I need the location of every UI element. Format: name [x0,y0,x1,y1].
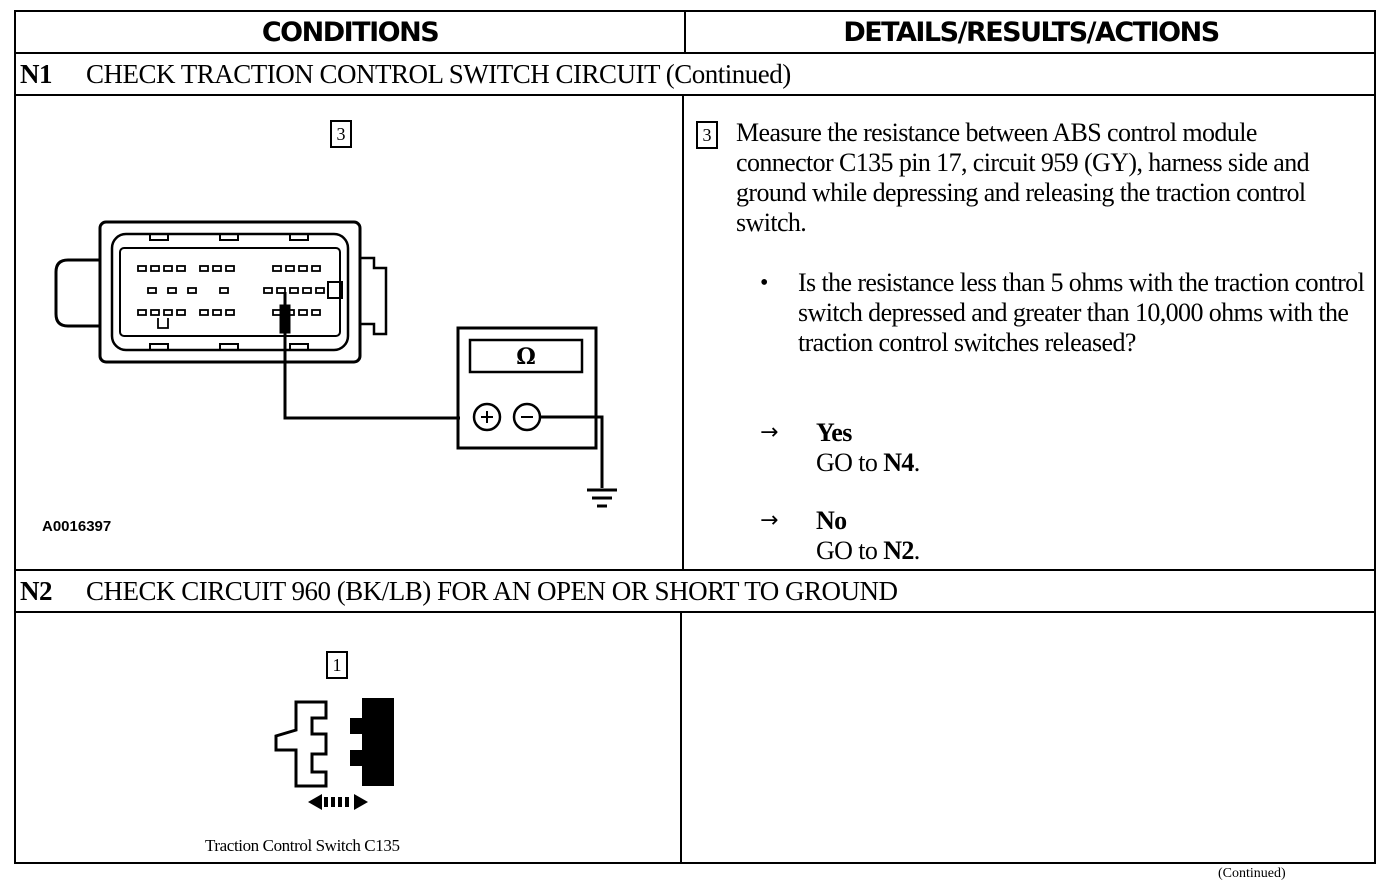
yes-label: Yes [816,418,852,447]
continued-note: (Continued) [1218,866,1286,881]
figure-caption: Traction Control Switch C135 [205,836,400,855]
yes-action: GO to N4. [816,448,920,477]
n1-title: CHECK TRACTION CONTROL SWITCH CIRCUIT (C… [86,58,791,89]
no-target-link[interactable]: N2 [883,536,914,565]
n1-section-title: N1 CHECK TRACTION CONTROL SWITCH CIRCUIT … [20,54,791,94]
yes-target-link[interactable]: N4 [883,448,914,477]
connector-resistance-diagram: Ω [54,220,617,508]
bullet: • [760,270,769,296]
instruction-text: Measure the resistance between ABS contr… [736,118,1310,237]
n2-code: N2 [20,575,53,606]
ohm-symbol: Ω [516,344,536,370]
row-divider [16,611,1374,613]
step-number-box: 3 [696,121,718,149]
connect-arrows-icon [308,794,368,810]
details-header: DETAILS/RESULTS/ACTIONS [843,16,1220,48]
traction-control-switch-connector-diagram [274,698,394,810]
conditions-header: CONDITIONS [261,16,440,48]
n2-section-title: N2 CHECK CIRCUIT 960 (BK/LB) FOR AN OPEN … [20,571,898,611]
row-divider [16,569,1374,571]
abs-module-connector-icon [54,220,388,364]
step-number-box: 1 [326,651,348,679]
yes-result: Yes GO to N4. [816,418,920,478]
question-text: Is the resistance less than 5 ohms with … [798,268,1365,357]
column-divider [680,611,682,864]
step-number-box: 3 [330,120,352,148]
n1-code: N1 [20,58,53,89]
no-result: No GO to N2. [816,506,920,566]
ohmmeter-icon [456,326,604,488]
figure-id: A0016397 [42,518,112,535]
column-divider [682,94,684,569]
no-action: GO to N2. [816,536,920,565]
go-to-text: GO to [816,536,884,565]
n2-title: CHECK CIRCUIT 960 (BK/LB) FOR AN OPEN OR… [86,575,898,606]
arrow-icon: → [760,508,779,533]
go-to-text: GO to [816,448,884,477]
switch-connector-icon [350,698,394,786]
arrow-icon: → [760,420,779,445]
row-divider [16,52,1374,54]
no-label: No [816,506,847,535]
harness-connector-icon [274,700,328,788]
connector-pins [137,265,325,329]
header-divider [684,12,686,52]
row-divider [16,94,1374,96]
ground-icon [587,488,617,508]
probe-lead [279,292,460,420]
